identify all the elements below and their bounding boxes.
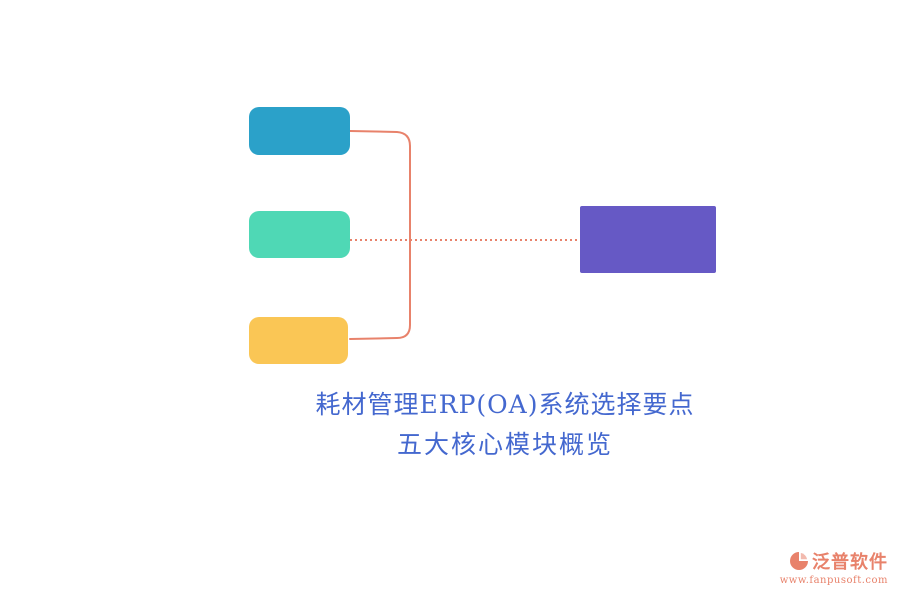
- title-line-2: 五大核心模块概览: [396, 430, 613, 459]
- node-right-purple: [580, 206, 716, 273]
- title-line-1: 耗材管理ERP(OA)系统选择要点: [315, 390, 695, 419]
- node-top-blue: [249, 107, 350, 155]
- brand-name: 泛普软件: [812, 552, 888, 573]
- watermark: 泛普软件 www.fanpusoft.com: [780, 548, 888, 586]
- diagram-title: 耗材管理ERP(OA)系统选择要点 五大核心模块概览: [220, 385, 790, 465]
- brand-url: www.fanpusoft.com: [779, 575, 888, 586]
- node-middle-teal: [249, 211, 350, 258]
- bracket-connector: [349, 130, 411, 340]
- fanpu-logo-icon: [790, 552, 808, 570]
- node-bottom-yellow: [249, 317, 348, 364]
